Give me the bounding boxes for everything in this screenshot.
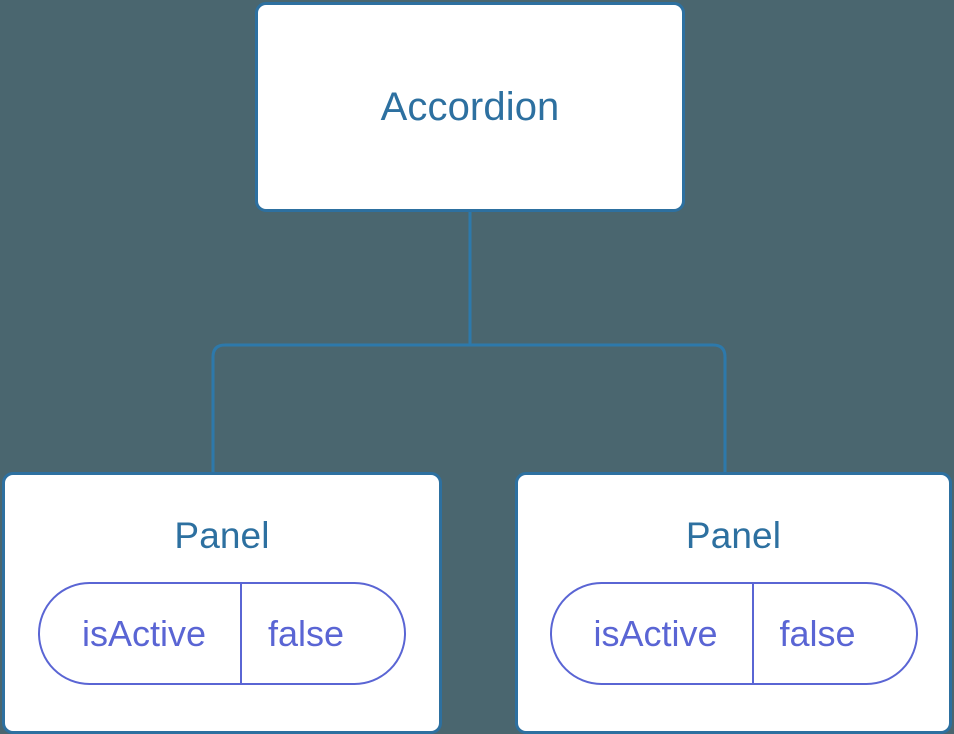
node-panel-left-label: Panel <box>174 515 270 556</box>
prop-key-right: isActive <box>593 612 718 654</box>
prop-pill-left[interactable]: isActive false <box>38 582 406 685</box>
connector-branch-bus <box>211 343 727 476</box>
node-accordion-label: Accordion <box>380 85 560 129</box>
node-panel-right-label: Panel <box>685 515 782 556</box>
prop-key-left: isActive <box>82 612 207 654</box>
node-panel-right[interactable]: Panel isActive false <box>515 472 952 734</box>
node-panel-left[interactable]: Panel isActive false <box>2 472 442 734</box>
prop-pill-right[interactable]: isActive false <box>549 582 918 685</box>
prop-value-right: false <box>751 584 900 683</box>
node-accordion[interactable]: Accordion <box>255 2 685 212</box>
prop-value-left: false <box>240 584 388 683</box>
